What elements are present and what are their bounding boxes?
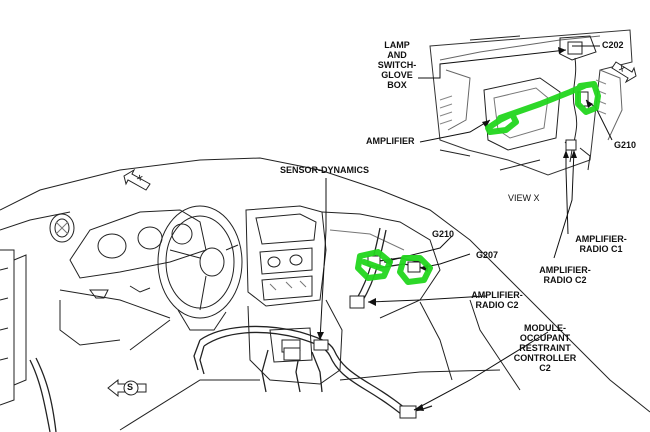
label-c202: C202 — [602, 40, 624, 50]
label-lamp-switch-glove-box: LAMP AND SWITCH- GLOVE BOX — [377, 40, 417, 90]
dashboard-outline — [0, 157, 650, 431]
label-amplifier-radio-c2-right: AMPLIFIER- RADIO C2 — [539, 265, 591, 285]
direction-arrow-x-left — [123, 168, 151, 191]
label-sensor-dynamics: SENSOR-DYNAMICS — [280, 165, 370, 175]
label-amplifier: AMPLIFIER — [366, 136, 415, 146]
label-direction-s: S — [127, 382, 134, 392]
direction-arrow-x-right — [611, 61, 637, 84]
label-amplifier-radio-c1: AMPLIFIER- RADIO C1 — [575, 234, 627, 254]
label-occupant-restraint-module-c2: MODULE- OCCUPANT RESTRAINT CONTROLLER C2 — [513, 323, 577, 373]
label-g210-top: G210 — [614, 140, 637, 150]
view-x-inset — [429, 29, 633, 176]
direction-arrow-s — [107, 378, 147, 398]
label-amplifier-radio-c2: AMPLIFIER- RADIO C2 — [471, 290, 523, 310]
label-g210-mid: G210 — [432, 229, 455, 239]
connectors — [283, 41, 589, 419]
highlighter-marks — [355, 81, 601, 285]
label-view-x: VIEW X — [508, 193, 540, 203]
label-g207: G207 — [476, 250, 499, 260]
